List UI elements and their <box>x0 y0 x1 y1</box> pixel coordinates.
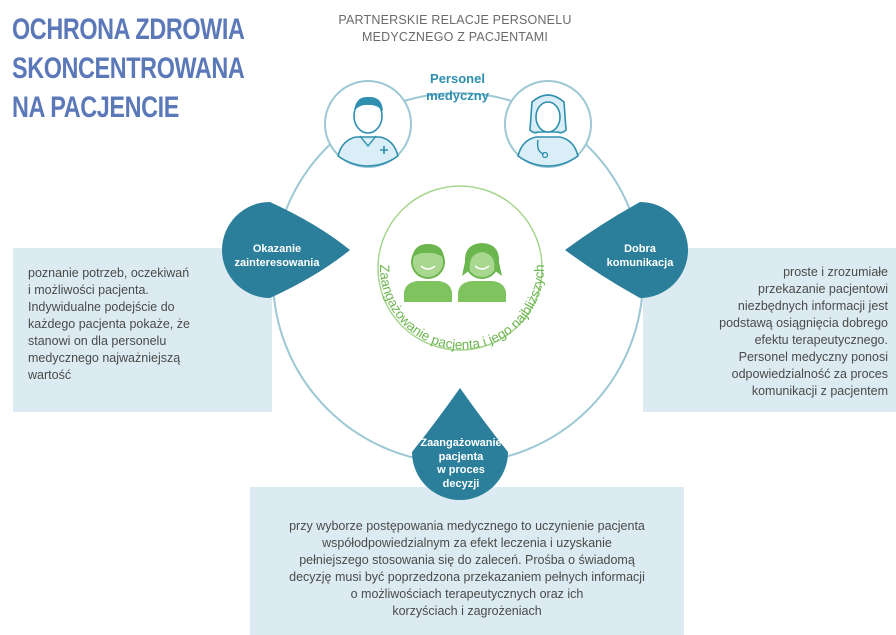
main-title: OCHRONA ZDROWIA SKONCENTROWANA NA PACJEN… <box>12 10 245 127</box>
box-line: korzyściach i zagrożeniach <box>392 604 542 618</box>
drop-label-interest: Okazanie zainteresowania <box>218 243 336 270</box>
box-line: pełniejszego stosowania się do zaleceń. … <box>299 553 635 567</box>
box-interest: poznanie potrzeb, oczekiwań i możliwości… <box>13 248 272 412</box>
inner-ring <box>377 185 543 351</box>
center-arc-text: Zaangażowanie pacjenta i jego najbliższy… <box>377 264 547 352</box>
drop-bottom <box>412 388 508 500</box>
box-line: proste i zrozumiałe <box>783 265 888 279</box>
box-line: efektu terapeutycznego. <box>754 333 888 347</box>
box-line: podstawą osiągnięcia dobrego <box>719 316 888 330</box>
subtitle-line: PARTNERSKIE RELACJE PERSONELU <box>338 13 572 27</box>
drop-left <box>222 202 350 298</box>
box-communication: proste i zrozumiałe przekazanie pacjento… <box>643 248 896 412</box>
title-line: SKONCENTROWANA <box>12 52 245 85</box>
box-line: decyzję musi być poprzedzona przekazanie… <box>289 570 645 584</box>
box-line: wartość <box>28 368 72 382</box>
drop-label-line: zainteresowania <box>234 256 320 269</box>
box-line: i możliwości pacjenta. <box>28 283 149 297</box>
drop-right <box>565 202 688 298</box>
drop-label-line: pacjenta <box>438 450 484 463</box>
title-line: OCHRONA ZDROWIA <box>12 13 245 46</box>
box-line: komunikacji z pacjentem <box>751 384 888 398</box>
personnel-label: Personel medyczny <box>410 70 505 104</box>
drop-label-communication: Dobra komunikacja <box>580 243 700 270</box>
drop-label-line: Okazanie <box>252 243 302 255</box>
box-line: poznanie potrzeb, oczekiwań <box>28 266 190 280</box>
subtitle-line: MEDYCZNEGO Z PACJENTAMI <box>361 30 549 44</box>
personnel-line: medyczny <box>426 88 489 103</box>
box-line: Indywidualne podejście do <box>28 300 175 314</box>
drop-label-line: komunikacja <box>606 256 674 269</box>
drop-label-line: decyzji <box>442 477 480 490</box>
drop-label-line: Zaangażowanie <box>420 437 502 449</box>
female-doctor-icon <box>504 80 592 168</box>
drop-label-line: w proces <box>437 464 485 476</box>
box-line: niezbędnych informacji jest <box>737 299 888 313</box>
drop-label-line: Dobra <box>624 243 656 255</box>
box-line: stanowi on dla personelu <box>28 334 167 348</box>
box-line: każdego pacjenta pokaże, że <box>28 317 190 331</box>
box-line: przy wyborze postępowania medycznego to … <box>289 519 645 533</box>
box-line: współodpowiedzialnym za efekt leczenia i… <box>322 536 612 550</box>
drop-label-decision: Zaangażowanie pacjenta w proces decyzji <box>402 437 520 491</box>
box-line: odpowiedzialność za proces <box>731 367 888 381</box>
male-doctor-icon <box>324 80 412 168</box>
subtitle: PARTNERSKIE RELACJE PERSONELU MEDYCZNEGO… <box>320 12 590 46</box>
title-line: NA PACJENCIE <box>12 91 179 124</box>
personnel-line: Personel <box>430 71 485 86</box>
patients-pair-icon <box>404 243 506 302</box>
box-line: przekazanie pacjentowi <box>758 282 888 296</box>
box-line: medycznego najważniejszą <box>28 351 181 365</box>
box-line: Personel medyczny ponosi <box>738 350 888 364</box>
box-line: o możliwościach terapeutycznych oraz ich <box>350 587 584 601</box>
box-decision: przy wyborze postępowania medycznego to … <box>250 487 684 635</box>
